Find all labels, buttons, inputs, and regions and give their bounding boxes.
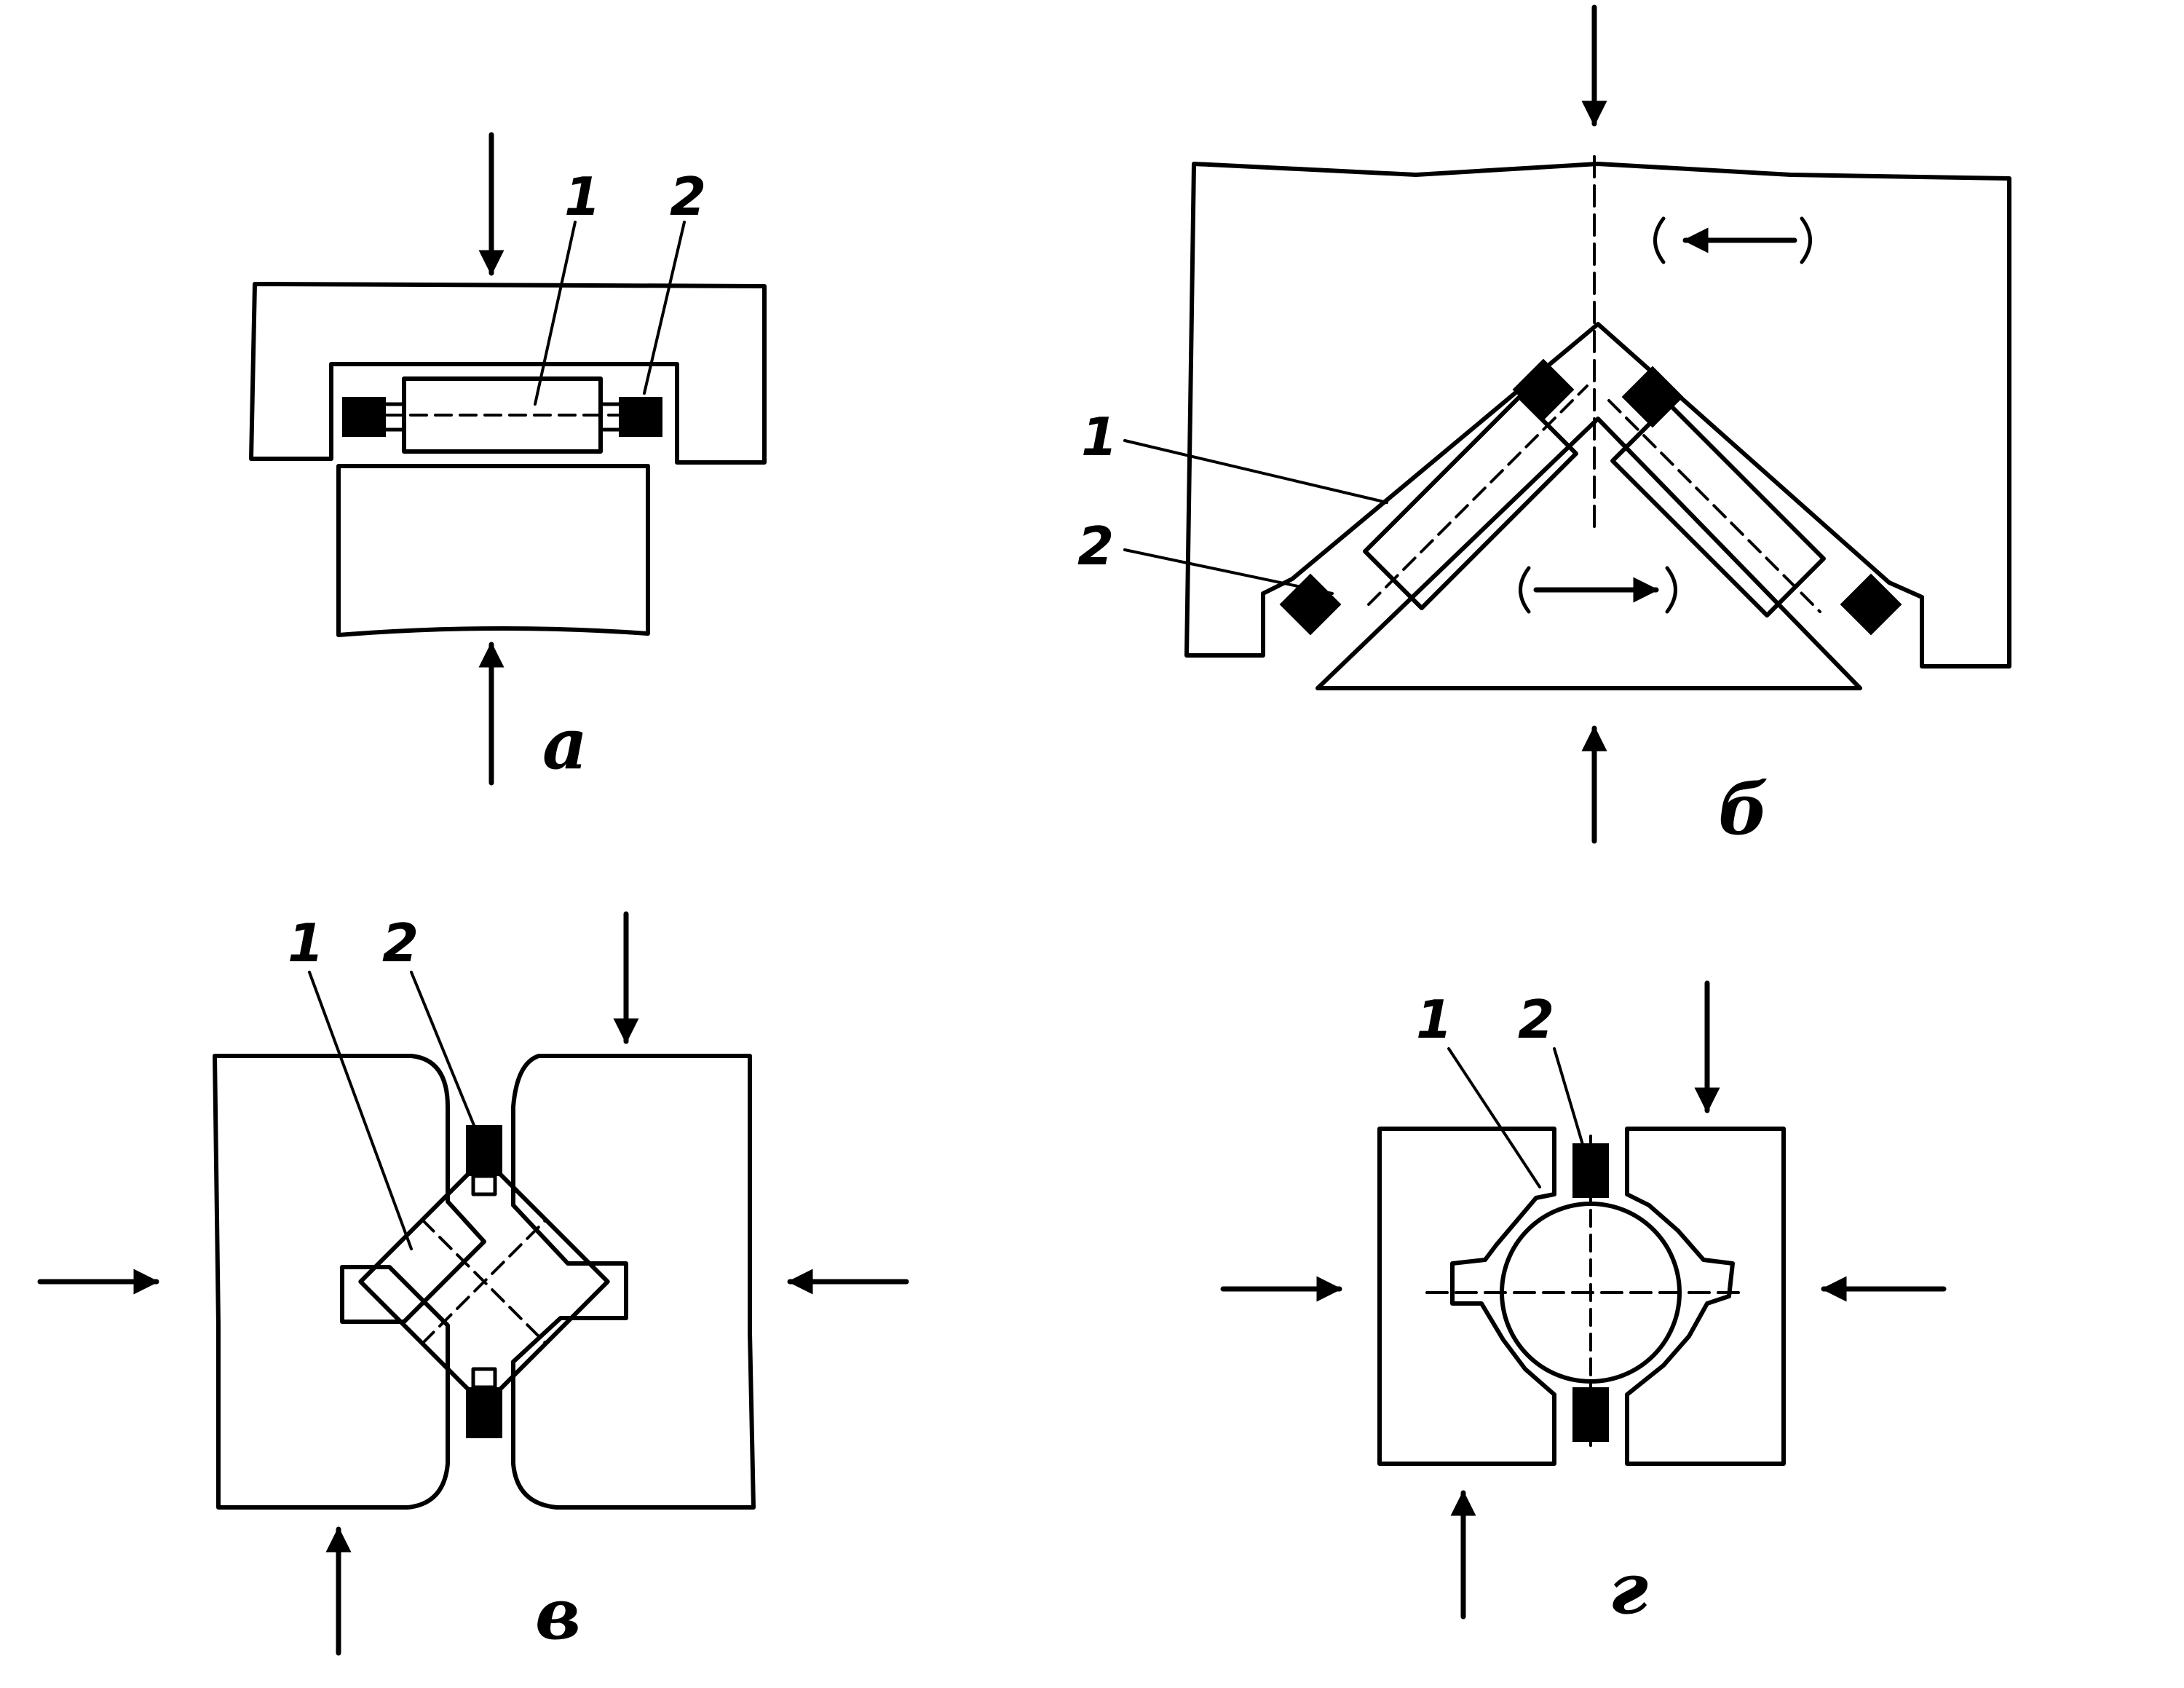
panel-caption: б: [1718, 768, 1768, 851]
upper-guide-block: [1184, 162, 2011, 669]
leader-1: [534, 221, 577, 406]
panel-caption: а: [542, 703, 587, 785]
cage-separator: [466, 1125, 502, 1438]
left-guide-block: [1377, 1127, 1556, 1466]
right-guide-block: [1625, 1127, 1786, 1466]
label-1: 1: [288, 912, 324, 974]
leader-1: [1123, 439, 1388, 504]
roller: [358, 1156, 610, 1408]
lower-guide-block: [336, 464, 650, 637]
label-2: 2: [382, 912, 419, 974]
cage-separator: [1572, 1143, 1609, 1442]
left-guide-block: [213, 1054, 486, 1510]
leader-1: [308, 971, 413, 1250]
lower-guide-block: [1315, 417, 1862, 690]
upper-guide-block: [249, 282, 767, 465]
panel-g: 1 2 г: [1220, 980, 1947, 1630]
label-2: 2: [670, 166, 706, 227]
panel-caption: в: [535, 1573, 581, 1655]
roller: [1363, 384, 1826, 618]
leader-2: [1123, 548, 1334, 595]
label-1: 1: [564, 166, 601, 227]
label-1: 1: [1081, 406, 1117, 468]
label-1: 1: [1416, 989, 1452, 1050]
roller: [384, 376, 620, 454]
leader-2: [1553, 1047, 1585, 1148]
panel-caption: г: [1609, 1547, 1648, 1630]
motion-arrow-left: [1653, 216, 1812, 264]
right-guide-block: [511, 1054, 756, 1510]
label-2: 2: [1518, 989, 1554, 1050]
panel-b: 1 2 б: [1077, 4, 2011, 851]
leader-2: [410, 971, 478, 1134]
motion-arrow-right: [1519, 566, 1677, 614]
panel-a: 1 2 а: [249, 132, 767, 786]
leader-1: [1447, 1047, 1541, 1188]
label-2: 2: [1077, 516, 1114, 577]
cage-separator: [342, 397, 662, 437]
leader-2: [643, 221, 686, 395]
panel-v: 1 2 в: [37, 911, 909, 1656]
